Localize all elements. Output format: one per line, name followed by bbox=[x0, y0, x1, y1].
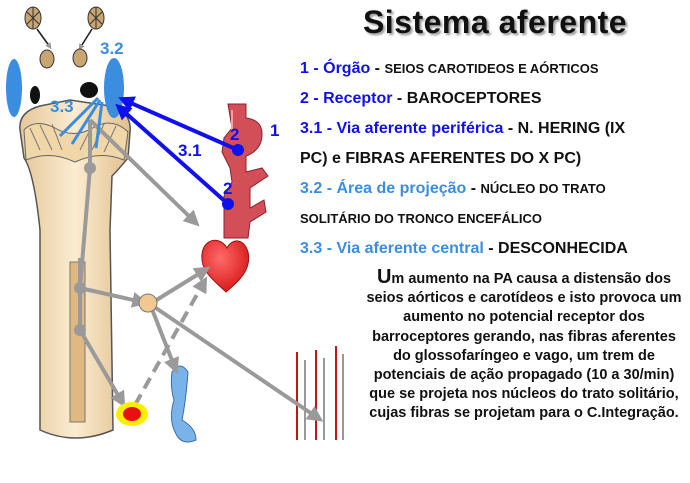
peripheral-afferent-arrows bbox=[115, 96, 239, 206]
nts-left-ellipse bbox=[6, 59, 22, 117]
label-receptor-lower: 2 bbox=[223, 179, 232, 198]
legend-value: SOLITÁRIO DO TRONCO ENCEFÁLICO bbox=[300, 211, 542, 226]
legend-key: 3.3 - Via aferente central bbox=[300, 240, 484, 257]
label-receptor-upper: 2 bbox=[230, 125, 239, 144]
vessel-icon bbox=[170, 365, 197, 443]
label-organ: 1 bbox=[270, 121, 279, 140]
legend-value: DESCONHECIDA bbox=[498, 240, 628, 257]
upper-neuron-icons bbox=[24, 6, 105, 69]
legend-separator: - bbox=[503, 120, 518, 137]
receptor-dot-lower bbox=[222, 198, 234, 210]
receptor-dot-upper bbox=[232, 144, 244, 156]
legend-value: BAROCEPTORES bbox=[406, 90, 542, 107]
heart-icon bbox=[201, 239, 250, 293]
legend-row: 3.1 - Via aferente periférica - N. HERIN… bbox=[300, 114, 690, 144]
paragraph-first-letter: U bbox=[376, 266, 392, 288]
carotid-artery bbox=[221, 103, 269, 239]
legend-value: N. HERING (IX bbox=[517, 120, 626, 137]
description-paragraph: Um aumento na PA causa a distensão dos s… bbox=[362, 266, 686, 424]
legend-separator: - bbox=[466, 180, 481, 197]
label-3-1: 3.1 bbox=[178, 141, 202, 160]
paragraph-text: m aumento na PA causa a distensão dos se… bbox=[366, 271, 682, 422]
label-3-2: 3.2 bbox=[100, 39, 124, 58]
legend-key: 1 - Órgão bbox=[300, 60, 371, 77]
legend-row: 3.2 - Área de projeção - NÚCLEO DO TRATO bbox=[300, 174, 690, 204]
label-3-3: 3.3 bbox=[50, 97, 74, 116]
recording-traces bbox=[296, 346, 344, 440]
legend-row: 2 - Receptor - BAROCEPTORES bbox=[300, 84, 690, 114]
page-title: Sistema aferente bbox=[362, 4, 628, 40]
gray-pathways bbox=[78, 118, 324, 422]
legend-key: 3.2 - Área de projeção bbox=[300, 180, 467, 197]
legend-key: 3.1 - Via aferente periférica bbox=[300, 120, 504, 137]
legend-value: PC) e FIBRAS AFERENTES DO X PC) bbox=[300, 150, 582, 167]
central-afferent-lines bbox=[58, 96, 104, 149]
legend-value: SEIOS CAROTIDEOS E AÓRTICOS bbox=[384, 61, 599, 76]
legend-row: SOLITÁRIO DO TRONCO ENCEFÁLICO bbox=[300, 204, 690, 234]
legend-separator: - bbox=[392, 90, 407, 107]
legend-row: 3.3 - Via aferente central - DESCONHECID… bbox=[300, 234, 690, 264]
legend-key: 2 - Receptor bbox=[300, 90, 393, 107]
legend-separator: - bbox=[483, 240, 499, 257]
legend-separator: - bbox=[370, 60, 385, 77]
legend-value: NÚCLEO DO TRATO bbox=[480, 181, 606, 196]
spinal-cord bbox=[19, 82, 131, 439]
legend-row: PC) e FIBRAS AFERENTES DO X PC) bbox=[300, 144, 690, 174]
legend-row: 1 - Órgão - SEIOS CAROTIDEOS E AÓRTICOS bbox=[300, 54, 690, 84]
